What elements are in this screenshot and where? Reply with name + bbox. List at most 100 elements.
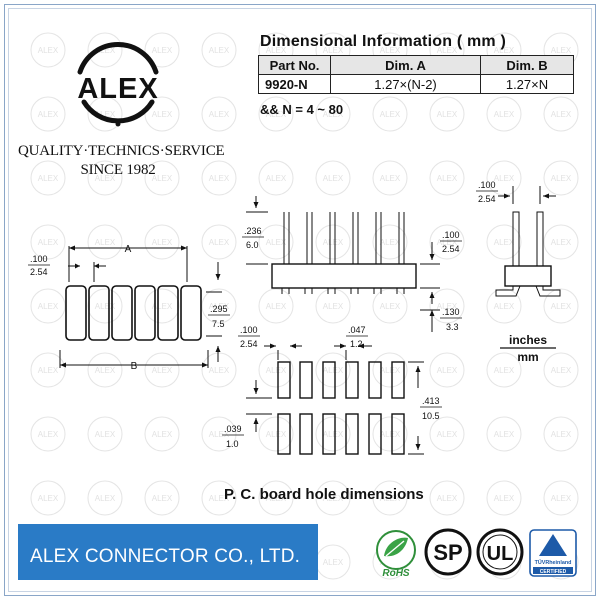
table-row: 9920-N 1.27×(N-2) 1.27×N	[258, 74, 574, 94]
top-pitch-in: .100	[478, 180, 496, 190]
watermark-ring	[315, 480, 351, 516]
cell-part-no: 9920-N	[258, 74, 331, 94]
watermark-ring	[87, 32, 123, 68]
watermark-text: ALEX	[551, 174, 572, 183]
hole-width-mm: 1.2	[350, 339, 363, 349]
watermark-text: ALEX	[95, 174, 116, 183]
watermark-ring	[144, 224, 180, 260]
watermark-text: ALEX	[152, 174, 173, 183]
pitch-in: .100	[30, 254, 48, 264]
watermark-text: ALEX	[323, 174, 344, 183]
watermark-ring	[543, 480, 579, 516]
watermark-ring	[258, 96, 294, 132]
watermark-ring	[144, 32, 180, 68]
watermark-text: ALEX	[266, 110, 287, 119]
tail-in: .130	[442, 307, 460, 317]
watermark-ring	[372, 288, 408, 324]
watermark-ring	[486, 352, 522, 388]
watermark-ring	[144, 96, 180, 132]
pin-len-mm: 6.0	[246, 240, 259, 250]
watermark-text: ALEX	[266, 494, 287, 503]
watermark-text: ALEX	[266, 430, 287, 439]
logo-brand: ALEX	[77, 73, 158, 105]
front-view-header	[271, 212, 417, 294]
watermark-text: ALEX	[209, 238, 230, 247]
watermark-ring	[87, 480, 123, 516]
watermark-ring	[30, 352, 66, 388]
tuv-name: TÜVRheinland	[535, 559, 572, 566]
watermark-text: ALEX	[152, 238, 173, 247]
watermark-text: ALEX	[152, 110, 173, 119]
watermark-text: ALEX	[95, 238, 116, 247]
watermark-text: ALEX	[152, 494, 173, 503]
watermark-text: ALEX	[437, 174, 458, 183]
watermark-ring	[429, 160, 465, 196]
dimension-table: Part No. Dim. A Dim. B 9920-N 1.27×(N-2)…	[258, 55, 574, 94]
watermark-text: ALEX	[152, 46, 173, 55]
watermark-ring	[486, 288, 522, 324]
watermark-text: ALEX	[494, 174, 515, 183]
hole-pitch-mm: 2.54	[240, 339, 258, 349]
watermark-text: ALEX	[551, 430, 572, 439]
watermark-text: ALEX	[38, 366, 59, 375]
watermark-ring	[30, 288, 66, 324]
slogan-line1: QUALITY·TECHNICS·SERVICE	[18, 143, 225, 159]
watermark-ring	[258, 480, 294, 516]
watermark-ring	[30, 160, 66, 196]
watermark-ring	[486, 480, 522, 516]
tail-mm: 3.3	[446, 322, 459, 332]
outer-frame	[4, 4, 596, 596]
watermark-ring	[87, 352, 123, 388]
watermark-ring	[258, 160, 294, 196]
watermark-text: ALEX	[494, 238, 515, 247]
watermark-ring	[429, 480, 465, 516]
watermark-ring	[87, 416, 123, 452]
row-width-in: .295	[210, 304, 228, 314]
watermark-text: ALEX	[209, 430, 230, 439]
watermark-text: ALEX	[266, 46, 287, 55]
tuv-certified: CERTIFIED	[540, 569, 567, 575]
header-dim-b: Dim. B	[480, 55, 574, 75]
watermark-ring	[372, 96, 408, 132]
watermark-text: ALEX	[95, 46, 116, 55]
watermark-text: ALEX	[38, 110, 59, 119]
watermark-text: ALEX	[380, 494, 401, 503]
watermark-ring	[372, 416, 408, 452]
csa-label: SP	[433, 540, 462, 565]
watermark-ring	[201, 288, 237, 324]
watermark-text: ALEX	[380, 174, 401, 183]
watermark-text: ALEX	[494, 46, 515, 55]
watermark-text: ALEX	[209, 46, 230, 55]
ul-label: UL	[487, 543, 514, 565]
watermark-text: ALEX	[95, 110, 116, 119]
watermark-ring	[258, 416, 294, 452]
watermark-ring	[486, 224, 522, 260]
watermark-text: ALEX	[437, 110, 458, 119]
watermark-ring	[201, 224, 237, 260]
watermark-text: ALEX	[380, 302, 401, 311]
watermark-ring	[30, 480, 66, 516]
units-inches: inches	[509, 333, 547, 347]
watermark-text: ALEX	[323, 302, 344, 311]
watermark-ring	[429, 416, 465, 452]
watermark-text: ALEX	[38, 302, 59, 311]
watermark-ring	[429, 224, 465, 260]
watermark-text: ALEX	[494, 110, 515, 119]
ul-icon: UL	[476, 528, 524, 576]
watermark-text: ALEX	[152, 302, 173, 311]
hole-width-in: .047	[348, 325, 366, 335]
watermark-ring	[543, 96, 579, 132]
watermark-ring	[543, 288, 579, 324]
watermark-ring	[543, 352, 579, 388]
range-note: && N = 4 ~ 80	[260, 102, 344, 117]
watermark-text: ALEX	[551, 238, 572, 247]
watermark-ring	[201, 352, 237, 388]
watermark-text: ALEX	[323, 558, 344, 567]
front-pitch-mm: 2.54	[442, 244, 460, 254]
watermark-text: ALEX	[494, 430, 515, 439]
watermark-text: ALEX	[437, 430, 458, 439]
watermark-text: ALEX	[551, 366, 572, 375]
watermark-ring	[486, 96, 522, 132]
watermark-ring	[87, 288, 123, 324]
watermark-text: ALEX	[551, 46, 572, 55]
